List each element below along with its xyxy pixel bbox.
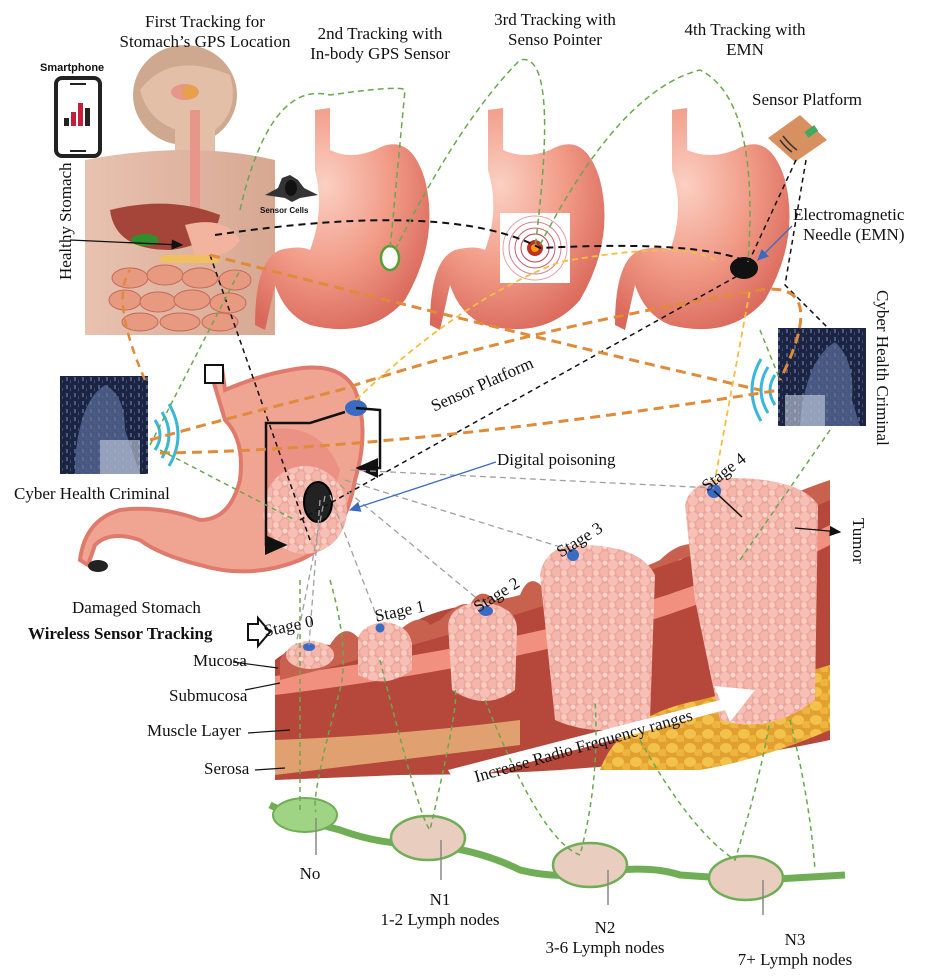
lymph-code: N3 — [784, 930, 806, 949]
stomach-illustration-3 — [430, 108, 605, 330]
gps-sensor-marker — [379, 244, 401, 272]
sensor-dot-stage0 — [303, 643, 315, 651]
healthy-stomach-label: Healthy Stomach — [56, 162, 75, 280]
emn-label-line: Electromagnetic — [793, 205, 905, 224]
tumor-label: Tumor — [849, 518, 868, 564]
lymph-desc: 1-2 Lymph nodes — [380, 910, 500, 929]
sensor-dot-stage2 — [479, 606, 493, 616]
layer-label-muscle: Muscle Layer — [147, 721, 241, 740]
human-body-illustration — [85, 45, 275, 335]
lymph-label-no: No — [299, 864, 321, 883]
wifi-icon-right — [750, 358, 777, 422]
layer-label-mucosa: Mucosa — [193, 651, 247, 670]
lymph-label-n3: N3 7+ Lymph nodes — [725, 930, 865, 970]
lymph-desc: 7+ Lymph nodes — [737, 950, 853, 969]
heading-first-tracking: First Tracking for Stomach’s GPS Locatio… — [100, 12, 310, 52]
cyber-criminal-image-left — [60, 376, 148, 474]
wireless-tracking-arrow-icon — [247, 615, 272, 649]
emn-needle-marker — [730, 257, 758, 279]
heading-line: Stomach’s GPS Location — [119, 32, 291, 51]
heading-line: EMN — [726, 40, 764, 59]
heading-line: 2nd Tracking with — [317, 24, 443, 43]
smartphone-label: Smartphone — [40, 62, 105, 74]
heading-line: 4th Tracking with — [684, 20, 806, 39]
smartphone-icon — [54, 76, 102, 158]
stomach-illustration-2 — [255, 108, 430, 330]
heading-line: In-body GPS Sensor — [310, 44, 450, 63]
heading-third-tracking: 3rd Tracking with Senso Pointer — [480, 10, 630, 50]
sensor-platform-icon — [768, 115, 827, 162]
sensor-cells-label: Sensor Cells — [260, 206, 309, 215]
tissue-cross-section — [275, 478, 830, 780]
digital-poisoning-label: Digital poisoning — [497, 450, 616, 469]
heading-line: Senso Pointer — [508, 30, 602, 49]
lymph-node-chain — [268, 797, 846, 915]
heading-line: First Tracking for — [145, 12, 265, 31]
lymph-desc: 3-6 Lymph nodes — [545, 938, 665, 957]
lymph-code: N2 — [594, 918, 616, 937]
heading-second-tracking: 2nd Tracking with In-body GPS Sensor — [295, 24, 465, 64]
emn-label: Electromagnetic Needle (EMN) — [793, 205, 905, 245]
connection-lines — [121, 58, 831, 871]
cyber-criminal-label-right: Cyber Health Criminal — [873, 290, 892, 446]
sensor-platform-label-top: Sensor Platform — [752, 90, 863, 109]
sensor-dot-stage3 — [567, 549, 579, 561]
lymph-label-n2: N2 3-6 Lymph nodes — [535, 918, 675, 958]
wireless-tracking-label: Wireless Sensor Tracking — [28, 624, 213, 643]
sensor-cell-icon — [265, 175, 318, 202]
layer-label-submucosa: Submucosa — [169, 686, 248, 705]
cyber-criminal-label-left: Cyber Health Criminal — [14, 484, 170, 503]
emn-label-line: Needle (EMN) — [803, 225, 905, 244]
heading-fourth-tracking: 4th Tracking with EMN — [670, 20, 820, 60]
stomach-illustration-4 — [615, 108, 790, 330]
cyber-criminal-image-right — [778, 328, 866, 426]
heading-line: 3rd Tracking with — [494, 10, 616, 29]
lymph-code: N1 — [429, 890, 451, 909]
layer-label-serosa: Serosa — [204, 759, 250, 778]
lymph-label-n1: N1 1-2 Lymph nodes — [370, 890, 510, 930]
radio-frequency-arrow — [448, 686, 755, 782]
damaged-stomach-label: Damaged Stomach — [72, 598, 201, 617]
sensor-dot-stage1 — [375, 623, 385, 633]
annotation-arrows — [69, 225, 842, 771]
